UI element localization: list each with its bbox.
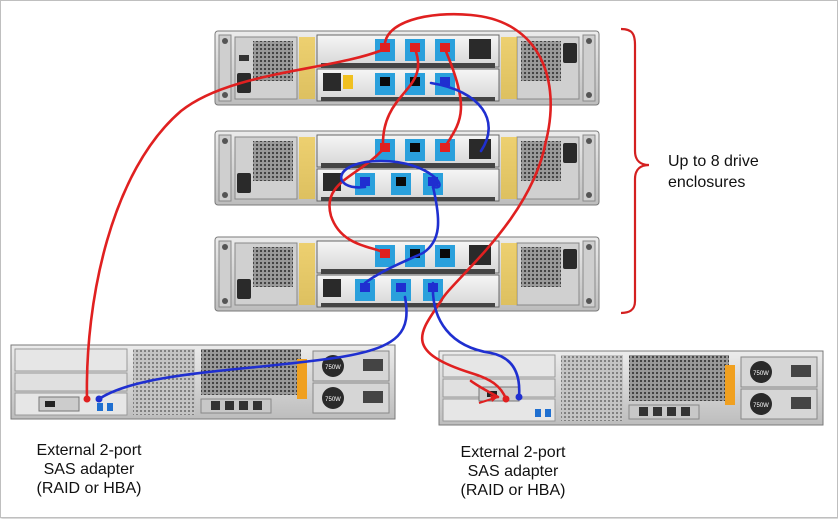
red-cable-enc1-loop-top: [383, 12, 552, 303]
drive-enclosure-2: [214, 130, 600, 206]
red-cable-enc1-to-enc2: [381, 47, 420, 149]
psu-label-top-right: 750W: [753, 371, 769, 377]
blue-cable-enc2-loop: [339, 159, 441, 189]
psu-label-bottom: 750W: [325, 397, 341, 403]
red-cable-left-server-to-enclosure1: [85, 47, 387, 401]
adapter-caption-right-line3: (RAID or HBA): [460, 482, 566, 499]
psu-label-bottom-right: 750W: [753, 403, 769, 409]
blue-cable-enc3-to-right-server: [431, 281, 521, 399]
adapter-caption-left-line2: SAS adapter: [43, 461, 135, 478]
server-right: 750W 750W: [438, 350, 824, 426]
blue-cable-enc1-to-enc2: [429, 81, 490, 153]
adapter-caption-left-line1: External 2-port: [36, 442, 142, 459]
server-left: 750W 750W: [10, 344, 396, 420]
sas-cables-blue: [97, 81, 521, 401]
enclosure-count-label-line2: enclosures: [668, 174, 746, 191]
enclosure-count-label: Up to 8 drive enclosures: [668, 151, 759, 193]
enclosure-brace: [620, 27, 650, 315]
blue-cable-left-server-to-enclosure3: [97, 295, 408, 401]
adapter-caption-right-line2: SAS adapter: [467, 463, 559, 480]
enclosure-count-label-line1: Up to 8 drive: [668, 153, 759, 170]
adapter-pointer-arrowhead: [490, 395, 498, 402]
adapter-caption-right: External 2-port SAS adapter (RAID or HBA…: [443, 443, 583, 500]
adapter-caption-left: External 2-port SAS adapter (RAID or HBA…: [19, 441, 159, 498]
sas-cables-red: [85, 12, 552, 401]
red-cable-enc3-to-right-server: [420, 299, 508, 401]
adapter-caption-right-line1: External 2-port: [460, 444, 566, 461]
red-cable-enc1-to-enc2-b: [443, 47, 463, 149]
psu-label-top: 750W: [325, 365, 341, 371]
drive-enclosure-1: [214, 30, 600, 106]
red-cable-right-server-stub: [469, 379, 500, 399]
cable-connectors: [83, 393, 523, 403]
drive-enclosure-3: [214, 236, 600, 312]
red-cable-enc2-to-enc3: [328, 145, 387, 255]
adapter-caption-left-line3: (RAID or HBA): [36, 480, 142, 497]
blue-cable-enc2-to-enc3: [363, 185, 440, 285]
